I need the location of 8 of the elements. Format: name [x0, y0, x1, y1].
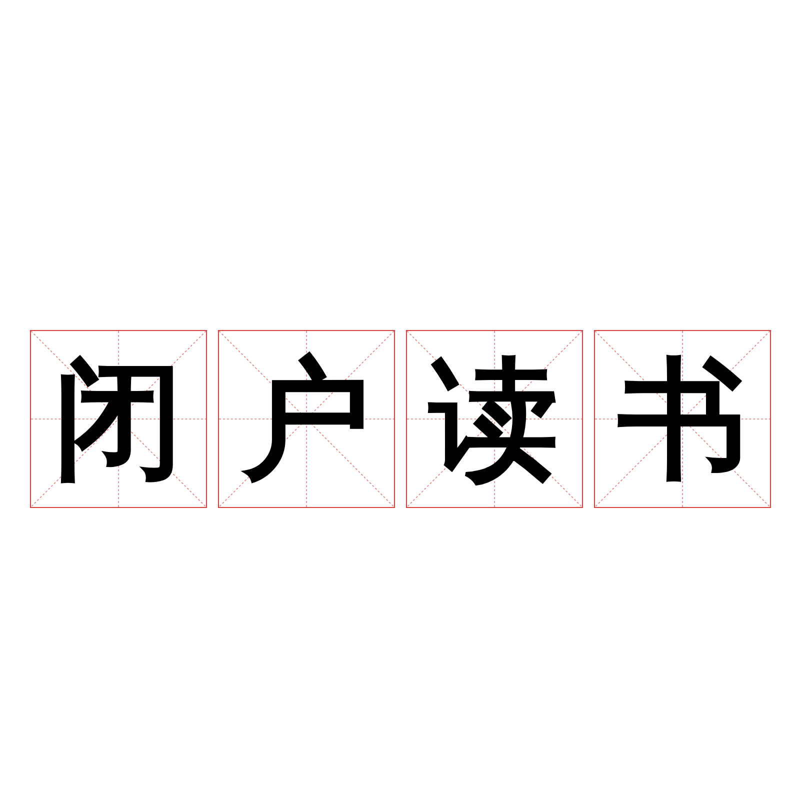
character-grid-box: [594, 330, 771, 508]
character-grid-box: [30, 330, 207, 508]
character: 户: [242, 354, 372, 484]
character: 读: [430, 354, 560, 484]
character-grid-box: [406, 330, 583, 508]
character: 书: [618, 354, 748, 484]
character-grid-box: [218, 330, 395, 508]
character: 闭: [54, 354, 184, 484]
